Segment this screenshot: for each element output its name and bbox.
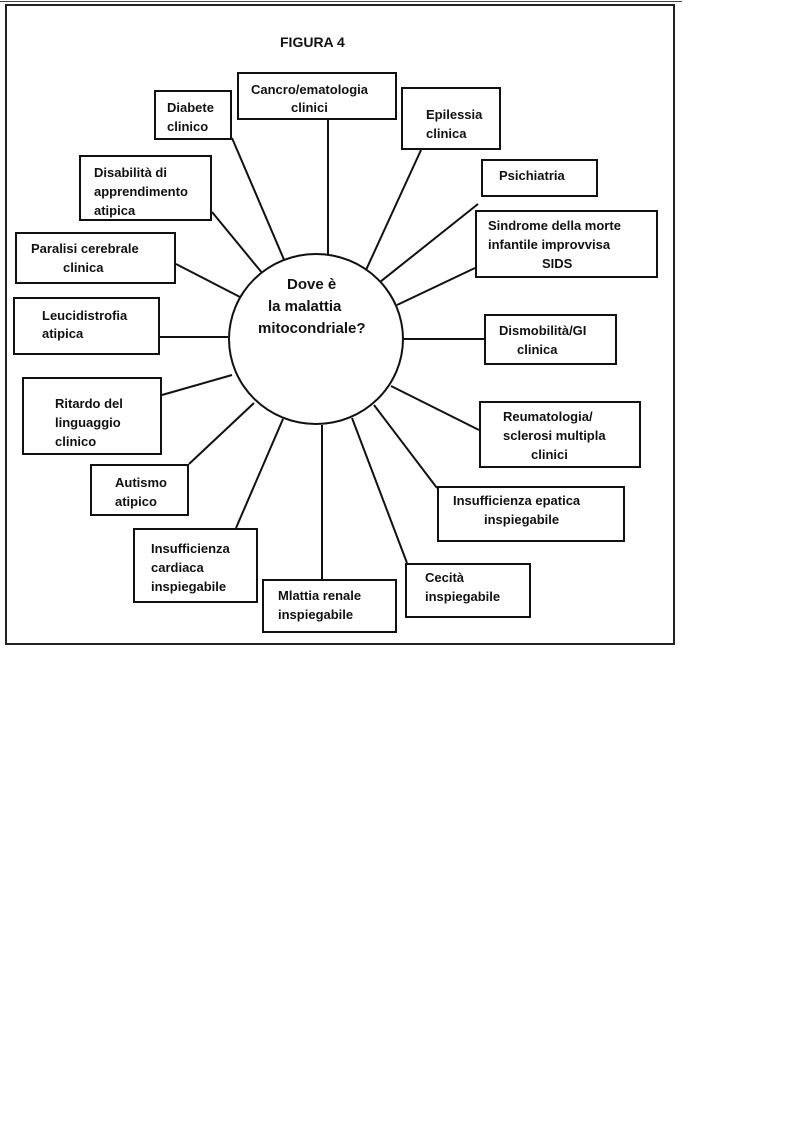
connector-epilessia bbox=[365, 149, 422, 271]
box-line: atipico bbox=[115, 494, 157, 509]
box-epilessia: Epilessia clinica bbox=[401, 87, 501, 150]
connector-diabete bbox=[231, 137, 286, 263]
box-malattia-renale: Mlattia renale inspiegabile bbox=[262, 579, 397, 633]
box-line: apprendimento bbox=[94, 184, 188, 199]
box-line: clinica bbox=[426, 126, 467, 141]
box-reumatologia-sclerosi: Reumatologia/ sclerosi multipla clinici bbox=[479, 401, 641, 468]
box-insufficienza-cardiaca: Insufficienza cardiaca inspiegabile bbox=[133, 528, 258, 603]
box-cecita: Cecità inspiegabile bbox=[405, 563, 531, 618]
box-line: clinica bbox=[517, 342, 558, 357]
box-line: Paralisi cerebrale bbox=[31, 241, 139, 256]
box-autismo: Autismo atipico bbox=[90, 464, 189, 516]
box-line: inspiegabile bbox=[484, 512, 560, 527]
box-line: cardiaca bbox=[151, 560, 204, 575]
box-line: atipica bbox=[42, 326, 84, 341]
box-line: infantile improvvisa bbox=[488, 237, 611, 252]
box-line: inspiegabile bbox=[425, 589, 501, 604]
center-line-3: mitocondriale? bbox=[258, 320, 366, 337]
box-line: atipica bbox=[94, 203, 136, 218]
box-line: SIDS bbox=[542, 256, 573, 271]
box-paralisi-cerebrale: Paralisi cerebrale clinica bbox=[15, 232, 176, 284]
center-question-circle: Dove è la malattia mitocondriale? bbox=[228, 253, 404, 425]
box-line: clinica bbox=[63, 260, 104, 275]
box-line: Cecità bbox=[425, 570, 465, 585]
box-line: clinico bbox=[167, 119, 209, 134]
connector-ritardo bbox=[161, 374, 233, 396]
box-line: Cancro/ematologia bbox=[251, 82, 369, 97]
box-line: clinici bbox=[531, 447, 568, 462]
box-line: Sindrome della morte bbox=[488, 218, 621, 233]
box-line: linguaggio bbox=[55, 415, 121, 430]
box-line: Autismo bbox=[115, 475, 167, 490]
connector-sids bbox=[396, 267, 476, 306]
connector-reumatologia bbox=[390, 385, 480, 431]
box-line: Insufficienza epatica bbox=[453, 493, 581, 508]
connector-psichiatria bbox=[379, 203, 479, 283]
box-disabilita-apprendimento: Disabilità di apprendimento atipica bbox=[79, 155, 212, 221]
connector-autismo bbox=[188, 402, 255, 465]
connector-cardiaca bbox=[235, 418, 284, 529]
box-line: Insufficienza bbox=[151, 541, 230, 556]
connector-epatica bbox=[373, 404, 438, 489]
box-line: Reumatologia/ bbox=[503, 409, 593, 424]
box-sids: Sindrome della morte infantile improvvis… bbox=[475, 210, 658, 278]
box-diabete: Diabete clinico bbox=[154, 90, 232, 140]
box-line: Diabete bbox=[167, 100, 214, 115]
box-cancro-ematologia: Cancro/ematologia clinici bbox=[237, 72, 397, 120]
box-psichiatria: Psichiatria bbox=[481, 159, 598, 197]
center-line-2: la malattia bbox=[268, 298, 342, 315]
connector-cecita bbox=[351, 417, 408, 564]
box-dismobilita-gi: Dismobilità/GI clinica bbox=[484, 314, 617, 365]
center-line-1: Dove è bbox=[287, 276, 337, 293]
box-line: inspiegabile bbox=[278, 607, 354, 622]
box-line: Disabilità di bbox=[94, 165, 167, 180]
box-insufficienza-epatica: Insufficienza epatica inspiegabile bbox=[437, 486, 625, 542]
box-line: Ritardo del bbox=[55, 396, 123, 411]
box-line: inspiegabile bbox=[151, 579, 227, 594]
box-ritardo-linguaggio: Ritardo del linguaggio clinico bbox=[22, 377, 162, 455]
box-leucidistrofia: Leucidistrofia atipica bbox=[13, 297, 160, 355]
box-line: Dismobilità/GI bbox=[499, 323, 587, 338]
box-line: Mlattia renale bbox=[278, 588, 362, 603]
box-line: clinici bbox=[291, 100, 328, 115]
connector-disabilita bbox=[211, 211, 264, 275]
connector-paralisi bbox=[175, 263, 241, 298]
figure-title: FIGURA 4 bbox=[280, 34, 345, 50]
box-line: Epilessia bbox=[426, 107, 483, 122]
box-line: Psichiatria bbox=[499, 168, 565, 183]
page-top-rule bbox=[0, 1, 682, 2]
figure-frame bbox=[5, 4, 675, 645]
box-line: clinico bbox=[55, 434, 97, 449]
box-line: sclerosi multipla bbox=[503, 428, 606, 443]
box-line: Leucidistrofia bbox=[42, 308, 128, 323]
